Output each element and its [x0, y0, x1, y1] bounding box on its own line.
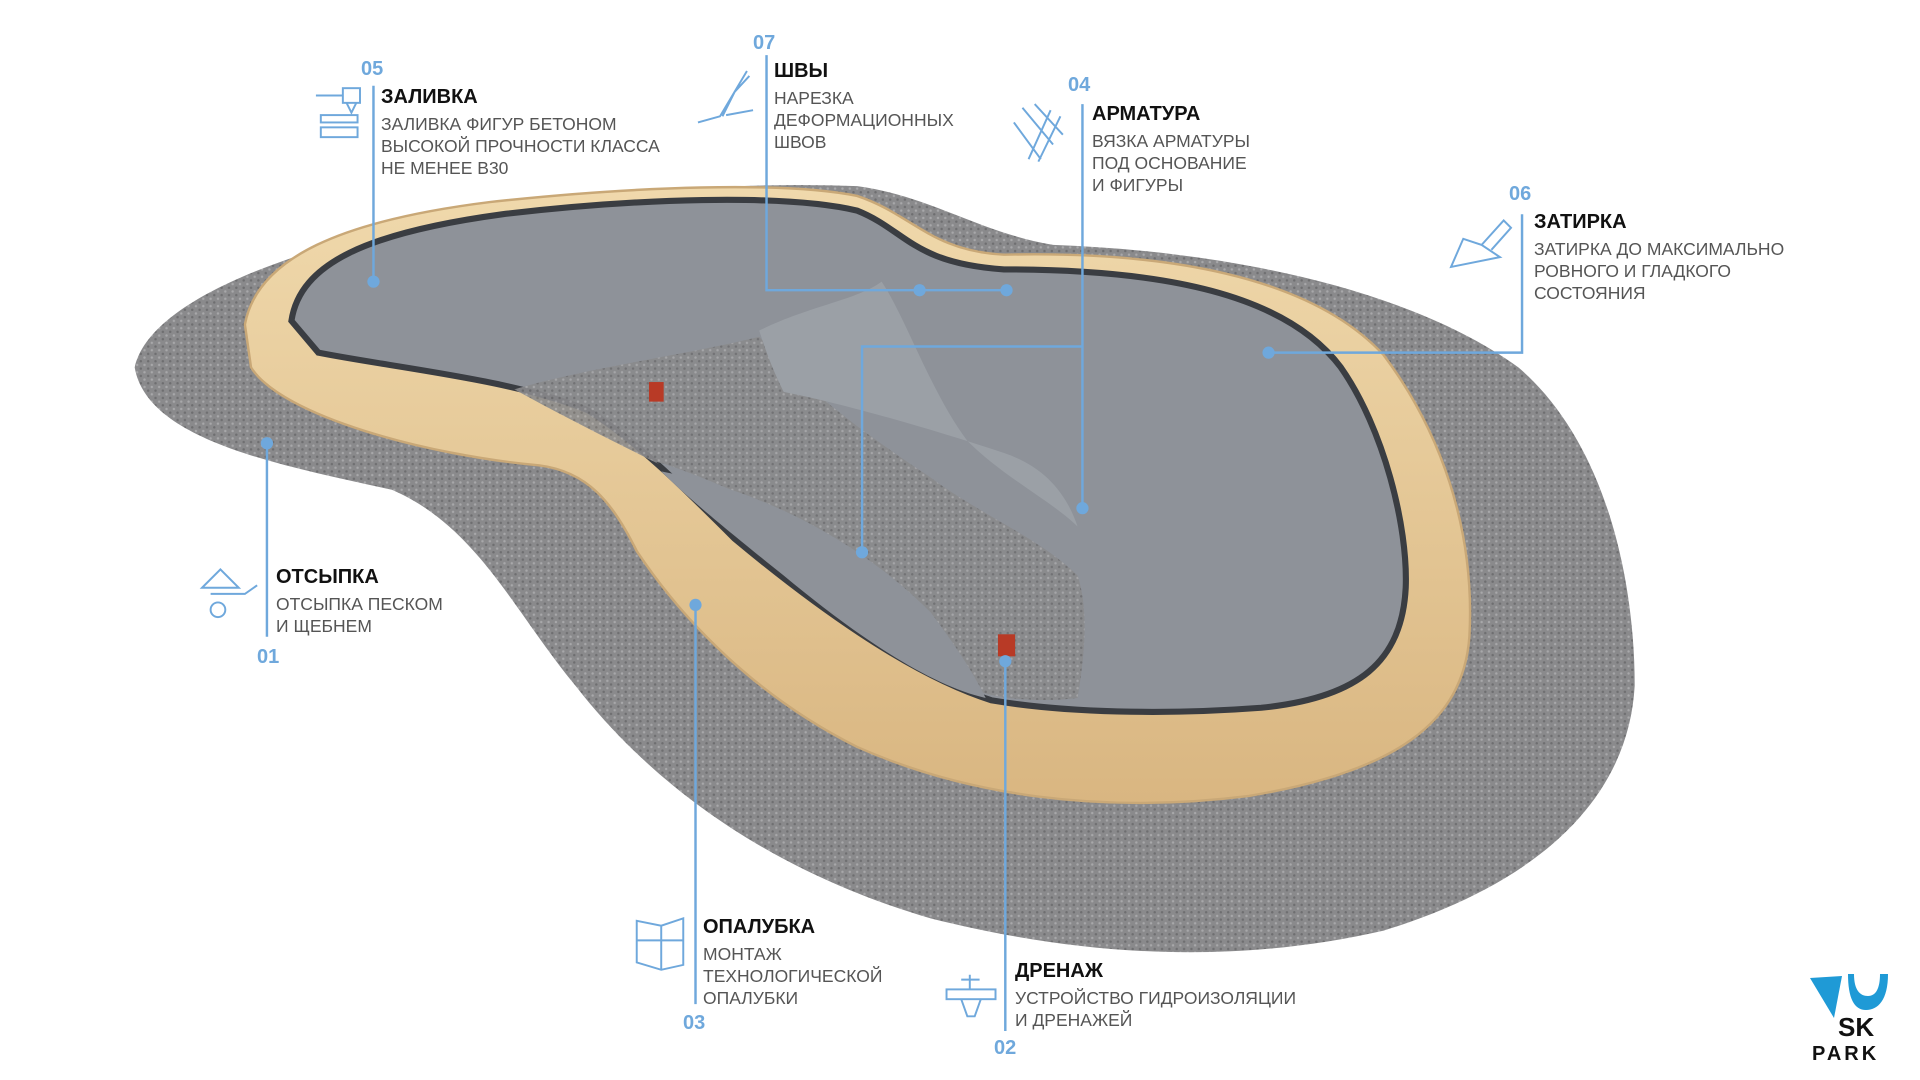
step-03-opalubka: ОПАЛУБКА МОНТАЖ ТЕХНОЛОГИЧЕСКОЙ ОПАЛУБКИ [703, 915, 882, 1009]
step-text: ДЕФОРМАЦИОННЫХ [774, 110, 954, 130]
step-text: И ФИГУРЫ [1092, 175, 1184, 195]
step-04-armatura: АРМАТУРА ВЯЗКА АРМАТУРЫ ПОД ОСНОВАНИЕ И … [1092, 102, 1250, 196]
trowel-icon [1449, 218, 1513, 269]
step-01-number: 01 [257, 646, 280, 668]
step-07-number: 07 [753, 32, 776, 54]
step-text: ТЕХНОЛОГИЧЕСКОЙ [703, 966, 883, 986]
step-title: ОТСЫПКА [276, 566, 379, 588]
step-text: СОСТОЯНИЯ [1534, 283, 1646, 303]
cutter-icon [697, 70, 754, 124]
step-text: ЗАЛИВКА ФИГУР БЕТОНОМ [381, 114, 617, 134]
step-text: ВЫСОКОЙ ПРОЧНОСТИ КЛАССА [381, 136, 660, 156]
formwork-icon [635, 917, 685, 971]
step-text: РОВНОГО И ГЛАДКОГО [1534, 261, 1732, 281]
step-text: ОТСЫПКА ПЕСКОМ [276, 594, 443, 614]
step-title: ОПАЛУБКА [703, 916, 816, 938]
step-text: ПОД ОСНОВАНИЕ [1092, 153, 1247, 173]
svg-text:SK: SK [1838, 1012, 1874, 1042]
step-07-shvy: ШВЫ НАРЕЗКА ДЕФОРМАЦИОННЫХ ШВОВ [774, 59, 954, 153]
step-text: НЕ МЕНЕЕ В30 [381, 158, 509, 178]
step-text: ВЯЗКА АРМАТУРЫ [1092, 131, 1251, 151]
step-03-number: 03 [683, 1012, 706, 1034]
step-title: ЗАЛИВКА [381, 86, 478, 108]
step-06-number: 06 [1509, 183, 1532, 205]
concrete-pour-icon [315, 87, 361, 139]
step-title: ШВЫ [774, 60, 829, 82]
rebar-icon [1013, 103, 1064, 163]
step-text: И ЩЕБНЕМ [276, 616, 372, 636]
drain-icon [945, 974, 997, 1018]
callout-dots [260, 275, 1275, 668]
step-06-zatirka: ЗАТИРКА ЗАТИРКА ДО МАКСИМАЛЬНО РОВНОГО И… [1534, 210, 1784, 304]
step-05-number: 05 [361, 58, 384, 80]
step-text: ЗАТИРКА ДО МАКСИМАЛЬНО [1534, 239, 1785, 259]
step-title: ДРЕНАЖ [1015, 960, 1103, 982]
step-01-otsypka: ОТСЫПКА ОТСЫПКА ПЕСКОМ И ЩЕБНЕМ [276, 565, 443, 637]
step-text: ОПАЛУБКИ [703, 988, 799, 1008]
step-title: ЗАТИРКА [1534, 211, 1627, 233]
step-text: И ДРЕНАЖЕЙ [1015, 1010, 1133, 1030]
callout-lines [265, 55, 1524, 1032]
drain-pipe [997, 634, 1016, 657]
step-text: НАРЕЗКА [774, 88, 854, 108]
step-text: ШВОВ [774, 132, 827, 152]
step-05-zalivka: ЗАЛИВКА ЗАЛИВКА ФИГУР БЕТОНОМ ВЫСОКОЙ ПР… [381, 85, 660, 179]
step-02-drenazh: ДРЕНАЖ УСТРОЙСТВО ГИДРОИЗОЛЯЦИИ И ДРЕНАЖ… [1015, 959, 1296, 1031]
step-04-number: 04 [1068, 74, 1091, 96]
step-text: УСТРОЙСТВО ГИДРОИЗОЛЯЦИИ [1015, 988, 1297, 1008]
wheelbarrow-icon [199, 568, 258, 619]
drain-pipe [648, 382, 664, 402]
step-02-number: 02 [994, 1037, 1017, 1059]
step-title: АРМАТУРА [1092, 103, 1201, 125]
step-text: МОНТАЖ [703, 944, 782, 964]
sk-park-logo: SK PARK [1810, 974, 1888, 1062]
svg-text:PARK: PARK [1812, 1043, 1879, 1062]
